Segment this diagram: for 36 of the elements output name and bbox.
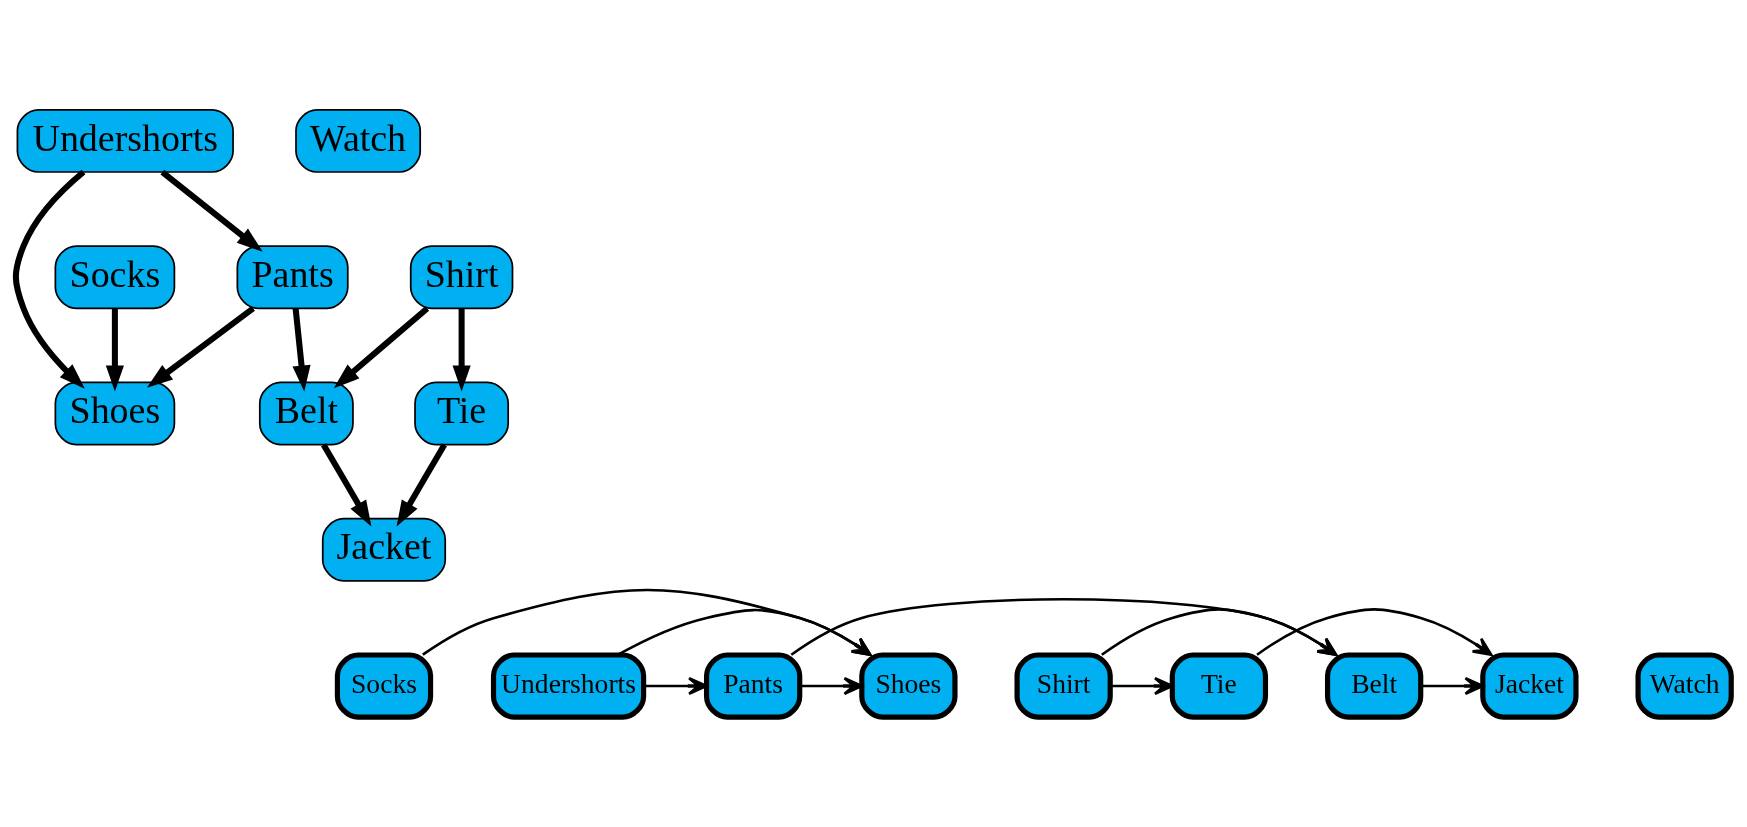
node-box: Watch xyxy=(1635,652,1734,720)
node-box: Shirt xyxy=(409,245,514,310)
arrow xyxy=(1420,677,1485,696)
arrow xyxy=(1101,608,1338,656)
node-box: Undershorts xyxy=(16,109,234,173)
node-box: Pants xyxy=(236,245,349,310)
arrow xyxy=(790,598,1338,656)
node-box: Pants xyxy=(703,652,803,720)
node-box: Jacket xyxy=(321,517,447,582)
arrow xyxy=(1256,608,1493,656)
arrow xyxy=(422,588,872,656)
arrow xyxy=(12,169,86,389)
arrow xyxy=(320,443,372,527)
node-box: Belt xyxy=(258,381,354,446)
node-box: Shoes xyxy=(859,652,958,720)
node-box: Shoes xyxy=(54,381,176,446)
node-box: Tie xyxy=(1169,652,1269,720)
arrow xyxy=(396,443,447,527)
node-box: Shirt xyxy=(1014,652,1113,720)
node-box: Watch xyxy=(295,109,422,173)
arrow xyxy=(333,306,430,389)
arrow xyxy=(799,677,864,696)
arrow xyxy=(1110,677,1174,696)
arrow xyxy=(160,169,263,252)
node-box: Undershorts xyxy=(490,652,647,720)
arrow xyxy=(146,306,255,388)
arrow xyxy=(616,608,872,657)
node-box: Jacket xyxy=(1480,652,1579,720)
arrow xyxy=(644,677,708,696)
node-box: Tie xyxy=(414,381,510,446)
node-box: Socks xyxy=(54,245,176,310)
node-box: Belt xyxy=(1324,652,1424,720)
arrow xyxy=(292,308,311,392)
arrow xyxy=(452,308,471,392)
arrow xyxy=(105,308,124,392)
node-box: Socks xyxy=(334,652,434,720)
